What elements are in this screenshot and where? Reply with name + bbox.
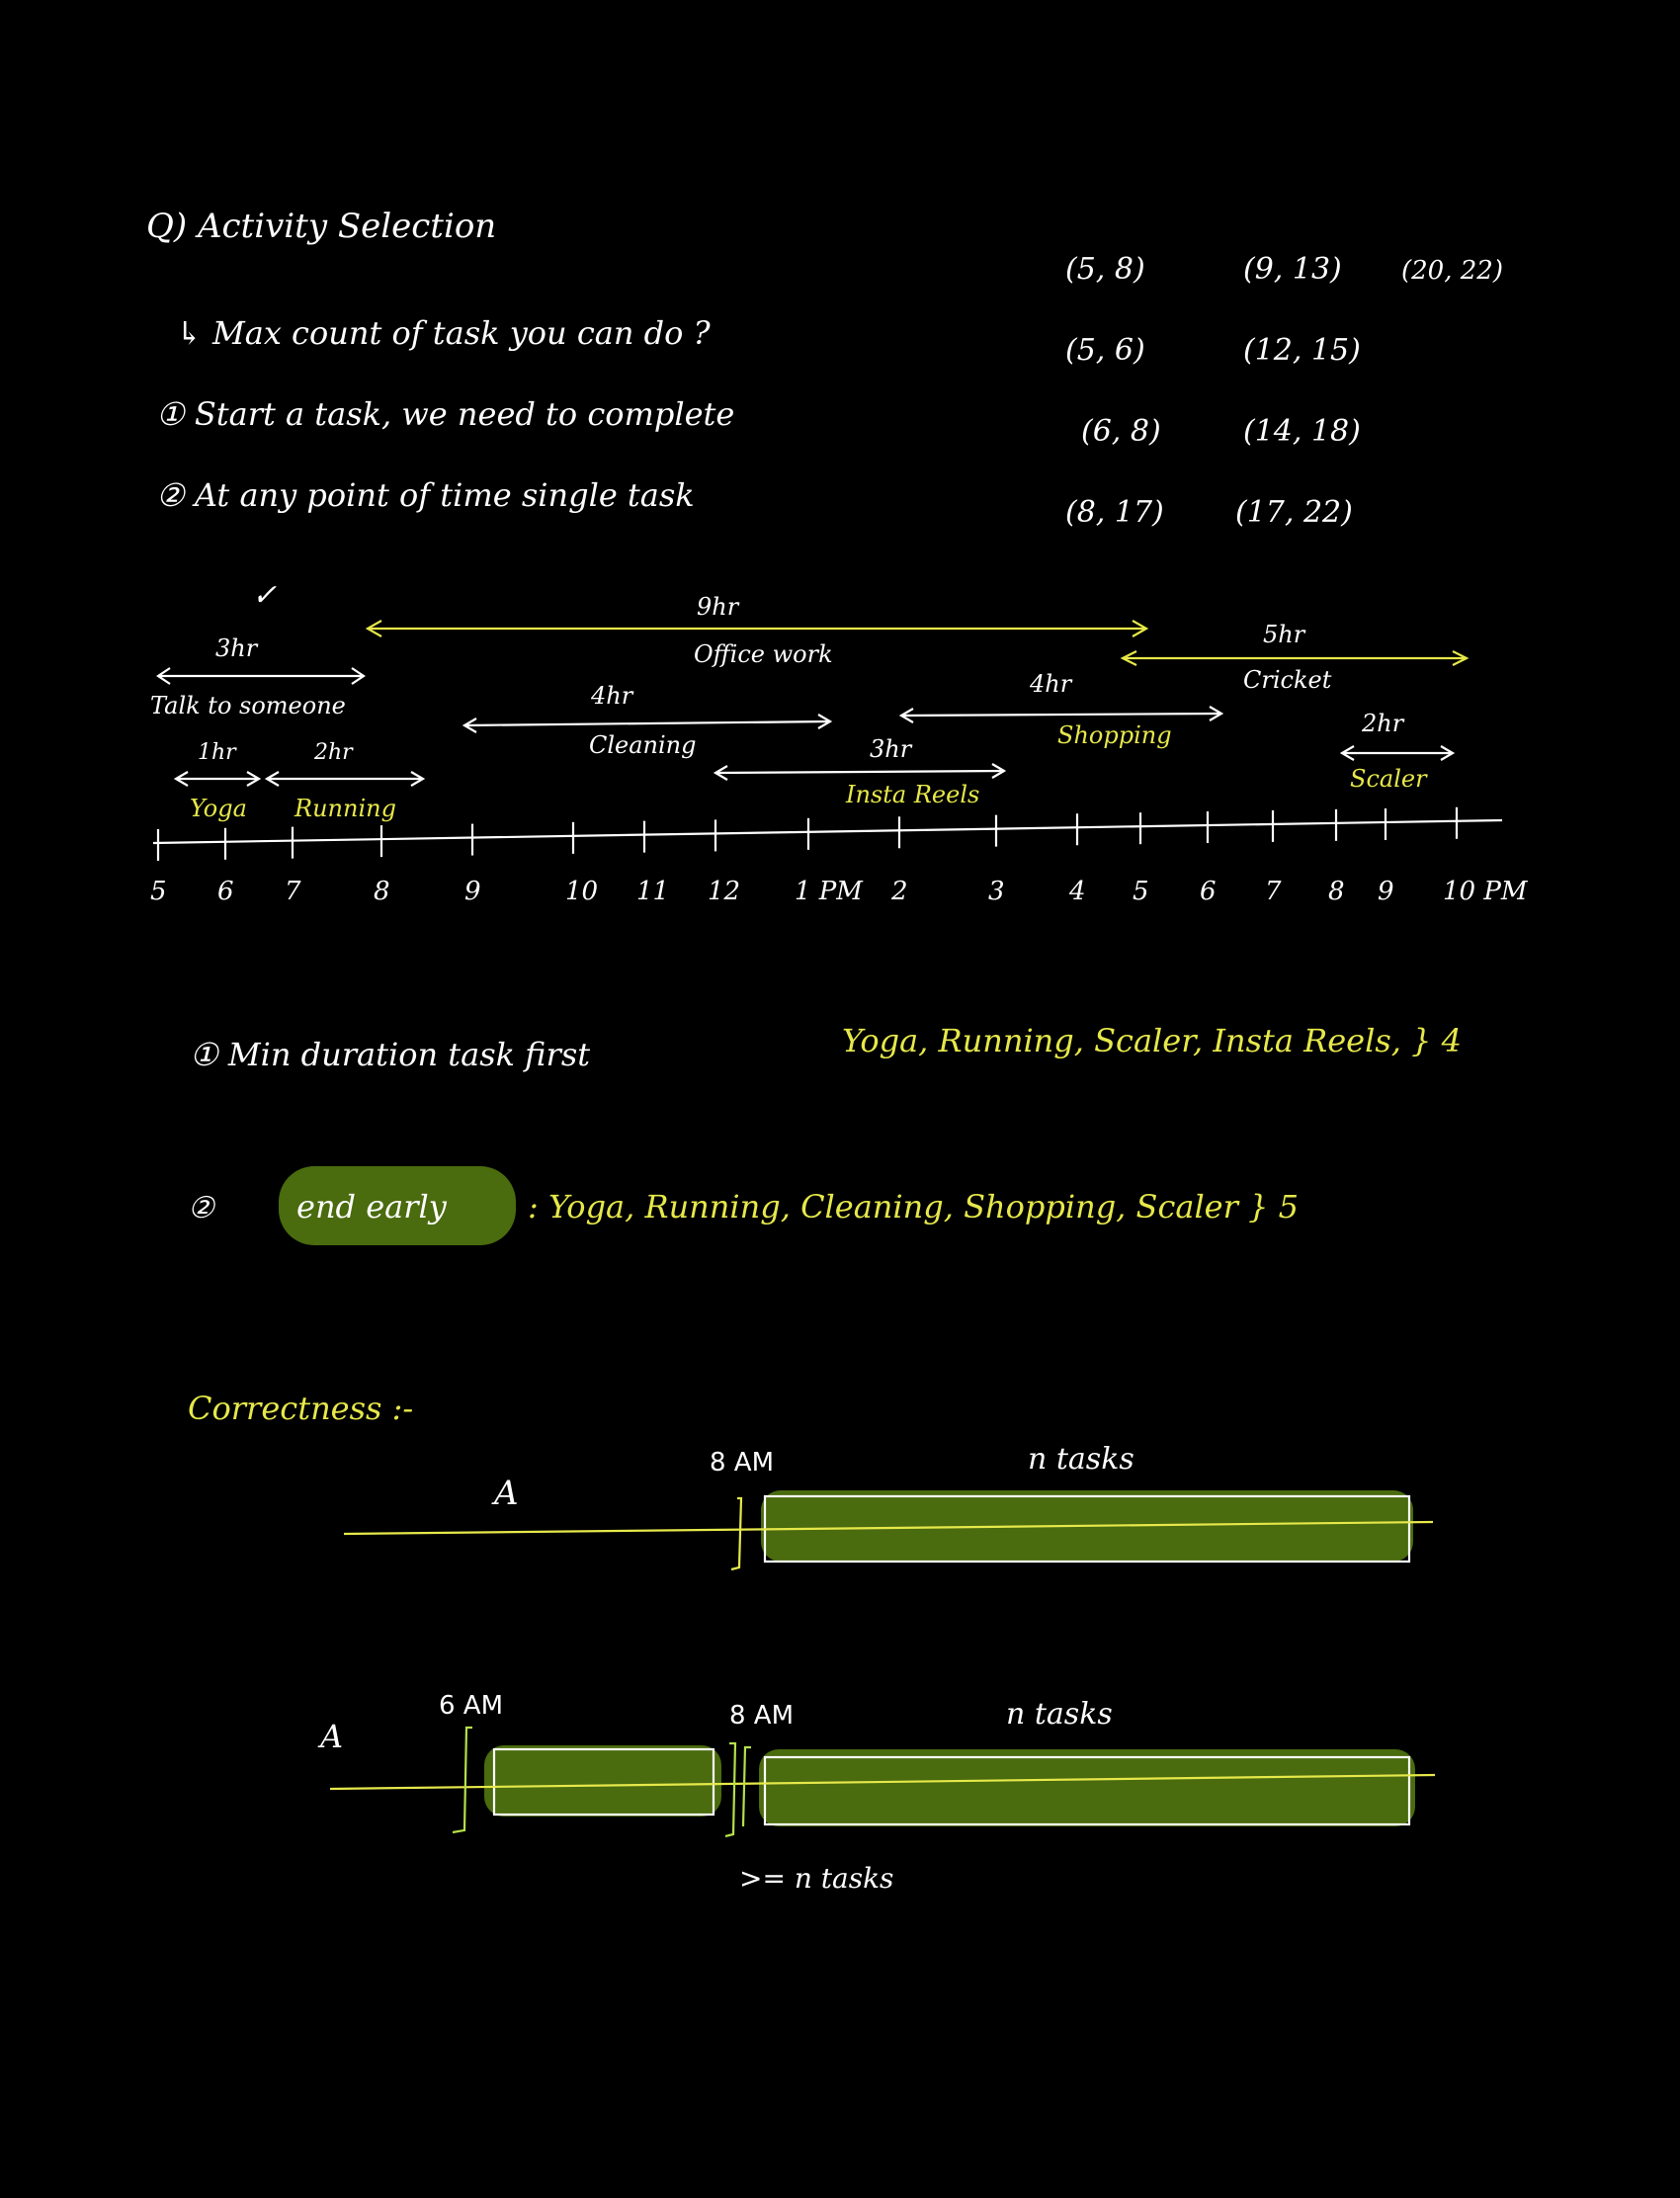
- tick-label: 4: [1068, 877, 1086, 906]
- tick-label: 5: [1133, 877, 1149, 906]
- proof-diagram-2: A 6 AM 8 AM n tasks >= n tasks: [317, 1691, 1436, 1895]
- time-label: 8 AM: [729, 1701, 794, 1731]
- extra-task-block: [492, 1747, 715, 1817]
- bracket-mark: [452, 1726, 472, 1834]
- label-a: A: [491, 1474, 519, 1513]
- task-duration: 3hr: [215, 634, 259, 662]
- strategies: ① Min duration task first Yoga, Running,…: [188, 1022, 1462, 1245]
- task-duration: 4hr: [1029, 670, 1073, 698]
- interval-pairs: (5, 8) (9, 13) (20, 22) (5, 6) (12, 15) …: [1065, 252, 1503, 530]
- highlight-marker: [484, 1745, 721, 1817]
- interval-arrow-insta: [714, 769, 1005, 775]
- task-label: Shopping: [1057, 721, 1172, 749]
- tick-label: 10 PM: [1443, 877, 1529, 906]
- pair: (20, 22): [1401, 256, 1503, 286]
- pair: (6, 8): [1081, 414, 1161, 449]
- rule-2-text: ② At any point of time single task: [156, 476, 695, 514]
- strategy-2-label: end early: [296, 1188, 448, 1226]
- task-label: Cleaning: [589, 731, 697, 759]
- time-line: [329, 1773, 1436, 1791]
- tasks-label: n tasks: [1006, 1697, 1113, 1732]
- timeline: 5 6 7 8 9 10 11 12 1 PM 2 3 4 5 6 7 8 9 10 PM: [150, 806, 1529, 906]
- pair: (14, 18): [1243, 414, 1361, 449]
- tick-label: 11: [636, 877, 669, 906]
- bracket-mark: [741, 1745, 751, 1827]
- strategy-1-result: Yoga, Running, Scaler, Insta Reels, } 4: [842, 1022, 1462, 1059]
- task-duration: 4hr: [590, 682, 634, 710]
- tick-label: 7: [285, 877, 301, 906]
- tick-label: 12: [708, 877, 740, 906]
- task-duration: 3hr: [870, 735, 913, 763]
- question-text: ↳ Max count of task you can do ?: [176, 314, 712, 352]
- arrow-heads: [156, 667, 366, 685]
- arrow-heads: [713, 763, 1007, 781]
- page-title: Q) Activity Selection: [146, 207, 496, 246]
- tick-label: 9: [464, 877, 481, 906]
- time-label: 8 AM: [710, 1448, 774, 1478]
- pair: (12, 15): [1243, 333, 1361, 368]
- arrow-heads: [173, 771, 262, 787]
- arrow-heads: [462, 714, 833, 733]
- task-label: Running: [294, 795, 396, 822]
- arrow-heads: [898, 706, 1224, 723]
- interval-arrow-cleaning: [463, 719, 831, 727]
- highlight-marker: [759, 1749, 1415, 1826]
- tick-label: 1 PM: [795, 877, 864, 906]
- tick-label: 3: [988, 877, 1005, 906]
- strategy-2-number: ②: [188, 1191, 216, 1226]
- task-duration: 2hr: [313, 740, 354, 765]
- task-intervals: ✓ 3hr Talk to someone 1hr Yoga 2hr Runni…: [150, 578, 1470, 822]
- tick-label: 8: [374, 877, 390, 906]
- strategy-2-result: : Yoga, Running, Cleaning, Shopping, Sca…: [528, 1188, 1299, 1226]
- tick-label: 2: [890, 877, 908, 906]
- tick-label: 10: [565, 877, 598, 906]
- strategy-1-label: ① Min duration task first: [190, 1036, 590, 1073]
- task-label: Insta Reels: [845, 781, 979, 808]
- arrow-heads: [1120, 650, 1470, 666]
- task-label: Talk to someone: [150, 692, 346, 719]
- result-label: >= n tasks: [739, 1862, 893, 1895]
- arrow-heads: [365, 620, 1149, 637]
- arrow-heads: [1339, 745, 1456, 761]
- pair: (17, 22): [1235, 495, 1353, 530]
- pair: (8, 17): [1065, 495, 1164, 530]
- highlight-marker: [279, 1166, 516, 1245]
- pair: (9, 13): [1243, 252, 1342, 287]
- label-a: A: [317, 1718, 343, 1755]
- bracket-mark: [724, 1741, 737, 1838]
- rule-1-text: ① Start a task, we need to complete: [156, 395, 734, 433]
- tick-label: 7: [1265, 877, 1282, 906]
- time-line: [343, 1520, 1434, 1536]
- tick-label: 9: [1378, 877, 1394, 906]
- tick-label: 5: [150, 877, 167, 906]
- correctness-title: Correctness :-: [188, 1390, 413, 1427]
- time-label: 6 AM: [439, 1691, 503, 1721]
- bracket-mark: [730, 1496, 743, 1571]
- task-duration: 5hr: [1263, 621, 1306, 648]
- interval-arrow-shopping: [900, 712, 1222, 718]
- task-duration: 1hr: [198, 740, 237, 765]
- task-label: Cricket: [1243, 666, 1332, 694]
- arrow-heads: [264, 771, 426, 787]
- check-mark: ✓: [252, 578, 277, 613]
- task-label: Yoga: [190, 795, 247, 822]
- tick-label: 6: [1200, 877, 1217, 906]
- task-duration: 2hr: [1361, 710, 1405, 737]
- task-duration: 9hr: [697, 593, 740, 621]
- tick-label: 8: [1328, 877, 1345, 906]
- timeline-axis: [152, 818, 1503, 845]
- task-label: Scaler: [1350, 765, 1428, 793]
- tasks-block: [763, 1755, 1411, 1826]
- task-label: Office work: [694, 640, 833, 668]
- tasks-label: n tasks: [1028, 1442, 1134, 1477]
- proof-diagram-1: A 8 AM n tasks: [343, 1442, 1434, 1571]
- pair: (5, 8): [1065, 252, 1145, 287]
- tick-label: 6: [217, 877, 234, 906]
- correctness-section: Correctness :- A 8 AM n tasks A 6 AM 8 A…: [188, 1390, 1436, 1895]
- pair: (5, 6): [1065, 333, 1145, 368]
- timeline-ticks: 5 6 7 8 9 10 11 12 1 PM 2 3 4 5 6 7 8 9 10 PM: [150, 806, 1529, 906]
